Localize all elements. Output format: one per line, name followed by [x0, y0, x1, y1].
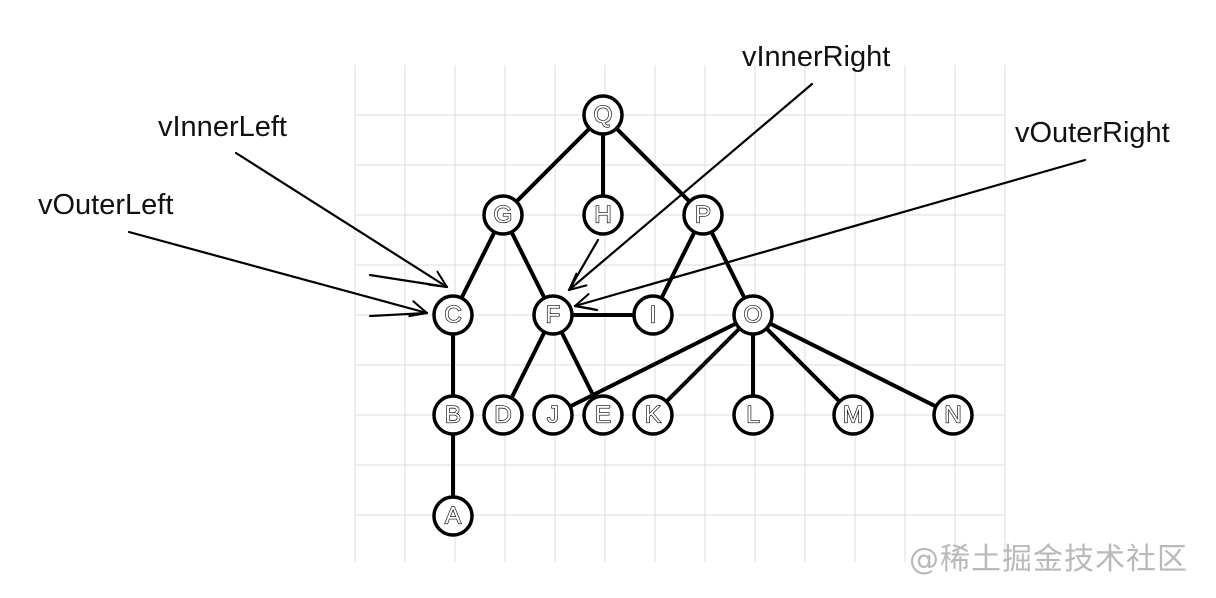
node-label: O	[744, 301, 763, 328]
node-label: J	[547, 401, 559, 428]
node-label: H	[594, 201, 611, 228]
node-label: B	[445, 401, 461, 428]
node-label: M	[843, 401, 863, 428]
node-label: C	[444, 301, 461, 328]
node-a: A	[432, 495, 474, 537]
pointer-arrow-vouterleft	[127, 230, 427, 313]
node-circle	[432, 394, 474, 436]
node-k: K	[632, 394, 674, 436]
node-layer: Q G H P C F I O B D J E K L M N A	[432, 94, 974, 537]
pointer-label-vouterleft: vOuterLeft	[38, 189, 173, 221]
node-circle	[582, 94, 624, 136]
node-circle	[582, 394, 624, 436]
pointer-arrow-vinnerright	[569, 82, 814, 290]
pointer-label-vinnerleft: vInnerLeft	[158, 111, 287, 143]
edge-o-m	[751, 313, 855, 417]
node-label: G	[494, 201, 513, 228]
node-label: P	[695, 201, 711, 228]
pointer-arrow-vouterright	[575, 158, 1087, 306]
node-label: E	[595, 401, 611, 428]
node-circle	[732, 394, 774, 436]
node-label: I	[650, 301, 657, 328]
node-circle	[482, 194, 524, 236]
node-n: N	[932, 394, 974, 436]
node-h: H	[582, 194, 624, 236]
pointer-stroke-vouterright	[573, 304, 599, 312]
node-g: G	[482, 194, 524, 236]
node-circle	[832, 394, 874, 436]
node-circle	[582, 194, 624, 236]
node-circle	[732, 294, 774, 336]
edge-q-g	[501, 113, 605, 217]
node-circle	[432, 495, 474, 537]
node-i: I	[632, 294, 674, 336]
pointer-stroke-vinnerleft	[368, 273, 449, 289]
edge-o-j	[551, 313, 755, 417]
node-b: B	[432, 394, 474, 436]
pointer-label-vouterright: vOuterRight	[1015, 117, 1170, 149]
node-circle	[632, 294, 674, 336]
pointer-stroke-vouterleft	[368, 311, 429, 318]
node-circle	[432, 294, 474, 336]
node-label: K	[645, 401, 661, 428]
node-label: D	[494, 401, 511, 428]
watermark: @稀土掘金技术社区	[909, 542, 1188, 577]
node-circle	[632, 394, 674, 436]
node-l: L	[732, 394, 774, 436]
node-e: E	[582, 394, 624, 436]
node-circle	[532, 394, 574, 436]
node-circle	[532, 294, 574, 336]
node-m: M	[832, 394, 874, 436]
node-label: F	[546, 301, 561, 328]
pointer-arrow-vinnerleft	[234, 151, 447, 287]
node-c: C	[432, 294, 474, 336]
node-d: D	[482, 394, 524, 436]
node-f: F	[532, 294, 574, 336]
node-label: A	[445, 502, 461, 529]
node-j: J	[532, 394, 574, 436]
node-o: O	[732, 294, 774, 336]
node-q: Q	[582, 94, 624, 136]
pointer-label-vinnerright: vInnerRight	[742, 41, 890, 73]
edge-o-n	[751, 313, 955, 417]
pointer-layer: vInnerLeft vOuterLeft vInnerRight vOuterRig…	[38, 41, 1170, 316]
node-label: Q	[594, 101, 613, 128]
node-circle	[932, 394, 974, 436]
node-circle	[682, 194, 724, 236]
edge-o-k	[651, 313, 755, 417]
node-p: P	[682, 194, 724, 236]
node-label: N	[944, 401, 961, 428]
node-circle	[482, 394, 524, 436]
edge-q-p	[601, 113, 705, 217]
node-label: L	[746, 401, 759, 428]
